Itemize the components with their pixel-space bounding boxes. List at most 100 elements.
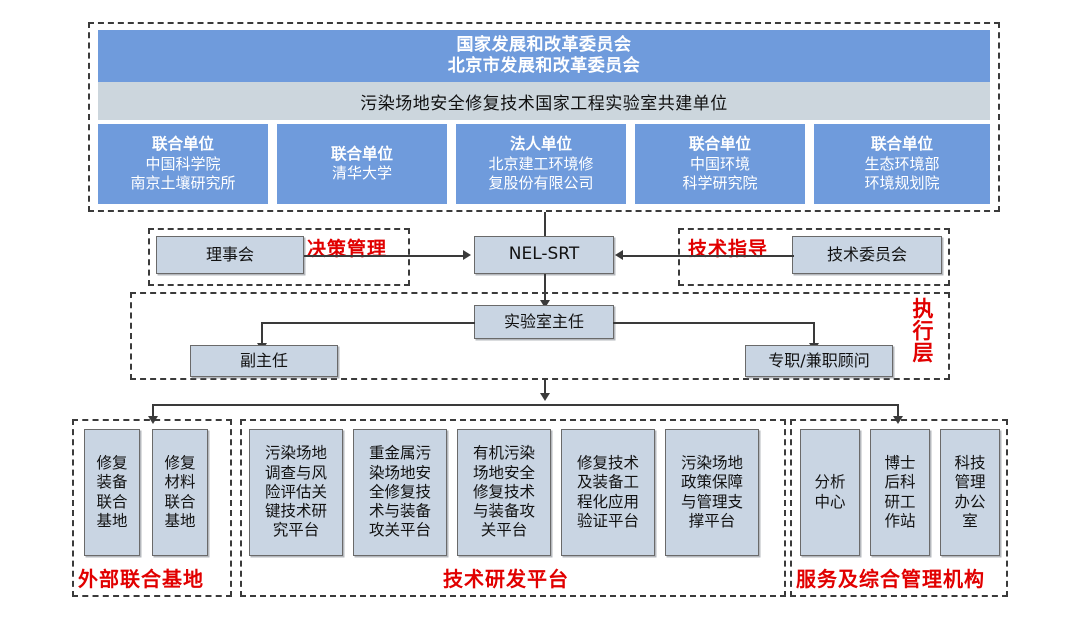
external-bases-group-label: 外部联合基地 <box>78 567 204 591</box>
rd-platform-3-line-1: 及装备工 <box>576 473 639 492</box>
bottom-distribution-bus <box>152 404 898 406</box>
rd-platform-1-line-4: 攻关平台 <box>368 521 431 540</box>
service-1-line-3: 作站 <box>884 511 916 530</box>
rd-platform-0-line-1: 调查与风 <box>264 463 327 482</box>
arrow-techcom-to-nelsrt <box>615 250 623 260</box>
service-management-group-label: 服务及综合管理机构 <box>796 567 985 591</box>
rd-platform-4-line-1: 政策保障 <box>680 473 743 492</box>
unit-box-1: 联合单位 清华大学 <box>277 124 447 204</box>
rd-platform-0-line-4: 究平台 <box>272 521 320 540</box>
connector-director-right-h <box>613 322 814 324</box>
top-header-line-1: 国家发展和改革委员会 <box>456 35 632 56</box>
unit-line-0-0: 中国科学院 <box>145 154 221 173</box>
technical-guidance-group <box>678 228 950 286</box>
connector-board-to-nelsrt <box>304 255 466 257</box>
technical-committee-box: 技术委员会 <box>792 236 942 274</box>
rd-platform-1-line-3: 术与装备 <box>368 502 431 521</box>
rd-platform-2-line-0: 有机污染 <box>472 444 535 463</box>
service-2-line-1: 管理 <box>954 473 986 492</box>
advisor-label: 专职/兼职顾问 <box>768 351 870 370</box>
service-box-2: 科技 管理 办公 室 <box>940 429 1000 556</box>
unit-box-3: 联合单位 中国环境 科学研究院 <box>635 124 805 204</box>
service-0-line-0: 分析 <box>814 473 846 492</box>
rd-platform-box-2: 有机污染 场地安全 修复技术 与装备攻 关平台 <box>457 429 551 556</box>
unit-role-4: 联合单位 <box>870 135 933 154</box>
external-base-box-0: 修复 装备 联合 基地 <box>84 429 140 556</box>
execution-layer-char-2: 层 <box>912 341 934 366</box>
board-of-directors-box: 理事会 <box>156 236 304 274</box>
external-base-1-line-1: 材料 <box>164 473 196 492</box>
rd-platform-box-4: 污染场地 政策保障 与管理支 撑平台 <box>665 429 759 556</box>
service-box-0: 分析 中心 <box>800 429 860 556</box>
service-1-line-2: 研工 <box>884 492 916 511</box>
execution-layer-group <box>130 292 950 380</box>
external-base-0-line-2: 联合 <box>96 492 128 511</box>
service-1-line-1: 后科 <box>884 473 916 492</box>
connector-exec-to-bus-v <box>544 380 546 397</box>
technical-guidance-label: 技术指导 <box>688 238 769 260</box>
connector-director-left-h <box>261 322 475 324</box>
external-base-1-line-0: 修复 <box>164 454 196 473</box>
rd-platform-group <box>240 419 786 597</box>
external-base-1-line-3: 基地 <box>164 511 196 530</box>
execution-layer-label: 执 行 层 <box>908 298 938 364</box>
arrow-nelsrt-to-director <box>540 300 550 308</box>
rd-platform-0-line-3: 键技术研 <box>264 502 327 521</box>
external-bases-group <box>72 419 232 597</box>
service-0-line-1: 中心 <box>814 492 846 511</box>
rd-platform-box-1: 重金属污 染场地安 全修复技 术与装备 攻关平台 <box>353 429 447 556</box>
external-base-0-line-3: 基地 <box>96 511 128 530</box>
top-panel-group <box>88 22 1000 212</box>
connector-director-left-v <box>261 322 263 345</box>
service-1-line-0: 博士 <box>884 454 916 473</box>
unit-role-2: 法人单位 <box>509 135 572 154</box>
connector-techcom-to-nelsrt <box>622 255 794 257</box>
connector-bus-left-drop <box>152 404 154 418</box>
external-base-1-line-2: 联合 <box>164 492 196 511</box>
unit-box-0: 联合单位 中国科学院 南京土壤研究所 <box>98 124 268 204</box>
unit-line-3-1: 科学研究院 <box>682 173 758 192</box>
external-base-box-1: 修复 材料 联合 基地 <box>152 429 208 556</box>
decision-management-group <box>148 228 410 286</box>
connector-bus-right-drop <box>897 404 899 418</box>
lab-director-label: 实验室主任 <box>503 312 584 331</box>
rd-platform-0-line-0: 污染场地 <box>264 444 327 463</box>
unit-line-4-1: 环境规划院 <box>864 173 940 192</box>
deputy-director-box: 副主任 <box>190 345 338 377</box>
rd-platform-3-line-0: 修复技术 <box>576 454 639 473</box>
top-header-line-2: 北京市发展和改革委员会 <box>447 56 641 76</box>
technical-committee-label: 技术委员会 <box>826 245 907 264</box>
unit-line-2-1: 复股份有限公司 <box>488 173 594 192</box>
unit-box-4: 联合单位 生态环境部 环境规划院 <box>814 124 990 204</box>
rd-platform-2-line-4: 关平台 <box>480 521 528 540</box>
arrow-board-to-nelsrt <box>463 250 471 260</box>
rd-platform-1-line-1: 染场地安 <box>368 463 431 482</box>
execution-layer-char-0: 执 <box>912 297 934 321</box>
top-subtitle-text: 污染场地安全修复技术国家工程实验室共建单位 <box>360 93 728 114</box>
service-box-1: 博士 后科 研工 作站 <box>870 429 930 556</box>
arrow-exec-down <box>540 393 550 401</box>
decision-management-label: 决策管理 <box>307 238 388 260</box>
rd-platform-2-line-3: 与装备攻 <box>472 502 535 521</box>
service-2-line-2: 办公 <box>954 492 986 511</box>
rd-platform-box-0: 污染场地 调查与风 险评估关 键技术研 究平台 <box>249 429 343 556</box>
service-management-group <box>790 419 1008 597</box>
rd-platform-2-line-1: 场地安全 <box>472 463 535 482</box>
rd-platform-group-label: 技术研发平台 <box>443 567 569 591</box>
unit-line-2-0: 北京建工环境修 <box>488 154 594 173</box>
connector-director-right-v <box>813 322 815 345</box>
unit-line-3-0: 中国环境 <box>689 154 750 173</box>
connector-top-to-nelsrt <box>544 212 546 238</box>
unit-line-1-0: 清华大学 <box>331 164 392 183</box>
rd-platform-1-line-2: 全修复技 <box>368 482 431 501</box>
advisor-box: 专职/兼职顾问 <box>745 345 893 377</box>
rd-platform-2-line-2: 修复技术 <box>472 482 535 501</box>
rd-platform-0-line-2: 险评估关 <box>264 482 327 501</box>
nel-srt-label: NEL-SRT <box>508 244 580 265</box>
unit-line-0-1: 南京土壤研究所 <box>130 173 236 192</box>
top-subtitle-band: 污染场地安全修复技术国家工程实验室共建单位 <box>98 82 990 120</box>
rd-platform-4-line-0: 污染场地 <box>680 454 743 473</box>
unit-line-4-0: 生态环境部 <box>864 154 940 173</box>
rd-platform-4-line-2: 与管理支 <box>680 492 743 511</box>
